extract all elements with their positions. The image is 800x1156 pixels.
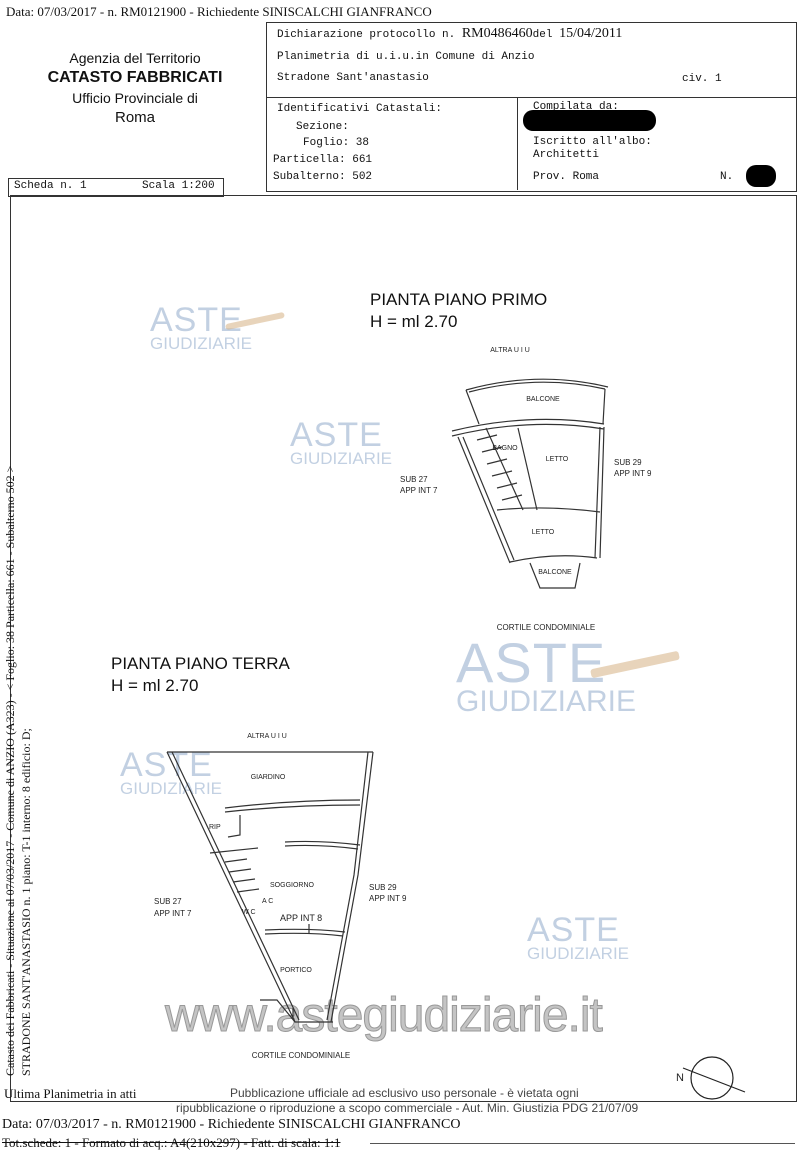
dichiarazione-line: Dichiarazione protocollo n. RM0486460del… [277, 26, 622, 42]
watermark-aste: ASTE [150, 301, 243, 339]
ufficio-city: Roma [114, 109, 155, 126]
address-line: Stradone Sant'anastasio [277, 72, 429, 84]
dichiarazione-label: Dichiarazione protocollo n. [277, 29, 456, 41]
label-letto-1: LETTO [546, 456, 569, 463]
albo-value: Architetti [533, 149, 600, 161]
agency-block: Agenzia del Territorio CATASTO FABBRICAT… [20, 50, 250, 126]
foglio: Foglio: 38 [303, 137, 370, 149]
planimetria-line: Planimetria di u.i.u.in Comune di Anzio [277, 51, 535, 63]
label-app9: APP INT 9 [369, 894, 407, 903]
label-altra-uiu: ALTRA U I U [247, 733, 287, 740]
watermark-aste: ASTE [290, 416, 383, 454]
agency-name: Agenzia del Territorio [69, 50, 201, 66]
publication-notice-2: ripubblicazione o riproduzione a scopo c… [176, 1101, 639, 1115]
header-divider [266, 97, 796, 98]
label-sub29: SUB 29 [614, 458, 642, 467]
label-letto-2: LETTO [532, 529, 555, 536]
sezione: Sezione: [296, 121, 349, 133]
footer-format-line: Tot.schede: 1 - Formato di acq.: A4(210x… [2, 1135, 341, 1150]
label-app7: APP INT 7 [154, 909, 192, 918]
label-ac: A C [262, 898, 273, 905]
watermark-giudiziarie: GIUDIZIARIE [150, 333, 253, 353]
piano-terra-labels: ALTRA U I U GIARDINO RIP SOGGIORNO A C W… [154, 733, 407, 1060]
watermark-giudiziarie: GIUDIZIARIE [456, 685, 637, 719]
label-balcone-bottom: BALCONE [538, 569, 572, 576]
footer-rule [370, 1143, 795, 1144]
label-sub29: SUB 29 [369, 883, 397, 892]
watermark-giudiziarie: GIUDIZIARIE [290, 448, 393, 468]
catasto-title: CATASTO FABBRICATI [47, 69, 223, 86]
watermark-giudiziarie: GIUDIZIARIE [120, 778, 223, 798]
piano-terra-title-block: PIANTA PIANO TERRA H = ml 2.70 [111, 653, 290, 697]
piano-terra-plan [166, 751, 374, 1023]
label-giardino: GIARDINO [251, 774, 286, 781]
scheda-box [8, 178, 224, 197]
watermark-aste: ASTE [527, 911, 620, 949]
piano-primo-plan [451, 378, 609, 589]
watermark-aste: ASTE [120, 746, 213, 784]
label-sub27: SUB 27 [400, 475, 428, 484]
piano-terra-title: PIANTA PIANO TERRA [111, 654, 290, 673]
label-portico: PORTICO [280, 967, 312, 974]
protocollo-number: RM0486460 [461, 26, 533, 41]
piano-primo-title: PIANTA PIANO PRIMO [370, 290, 548, 309]
label-rip: RIP [209, 824, 221, 831]
label-cortile: CORTILE CONDOMINIALE [252, 1051, 351, 1060]
piano-terra-height: H = ml 2.70 [111, 676, 199, 695]
redacted-name [523, 110, 656, 131]
label-sub27: SUB 27 [154, 897, 182, 906]
iscritto-label: Iscritto all'albo: [533, 136, 652, 148]
drawing-frame [10, 195, 797, 1102]
piano-primo-title-block: PIANTA PIANO PRIMO H = ml 2.70 [370, 289, 547, 333]
redacted-number [746, 165, 776, 187]
label-balcone-top: BALCONE [526, 396, 560, 403]
piano-primo-labels: ALTRA U I U BALCONE BAGNO LETTO LETTO BA… [400, 347, 652, 632]
label-altra-uiu: ALTRA U I U [490, 347, 530, 354]
label-app9: APP INT 9 [614, 469, 652, 478]
ultima-planimetria: Ultima Planimetria in atti [4, 1086, 137, 1101]
del-label: del [532, 29, 553, 41]
identificativi-title: Identificativi Catastali: [277, 103, 443, 115]
label-wc: W C [242, 909, 256, 916]
piano-primo-height: H = ml 2.70 [370, 312, 458, 331]
label-soggiorno: SOGGIORNO [270, 882, 315, 889]
label-bagno: BAGNO [492, 445, 518, 452]
north-arrow-icon: N [676, 1056, 746, 1100]
particella: Particella: 661 [273, 154, 373, 166]
footer-request-line: Data: 07/03/2017 - n. RM0121900 - Richie… [2, 1117, 461, 1132]
watermark-url: www.astegiudiziarie.it [165, 989, 604, 1042]
balcony-arc [465, 378, 609, 391]
label-cortile: CORTILE CONDOMINIALE [497, 623, 596, 632]
publication-notice-1: Pubblicazione ufficiale ad esclusivo uso… [230, 1086, 579, 1100]
civico: civ. 1 [682, 73, 722, 85]
watermark-giudiziarie: GIUDIZIARIE [527, 943, 630, 963]
scala: Scala 1:200 [142, 180, 215, 192]
subalterno: Subalterno: 502 [273, 171, 373, 183]
north-label: N [676, 1072, 684, 1084]
provincia: Prov. Roma [533, 171, 600, 183]
request-info-line: Data: 07/03/2017 - n. RM0121900 - Richie… [6, 4, 432, 19]
scheda-number: Scheda n. 1 [14, 180, 87, 192]
ufficio-label: Ufficio Provinciale di [72, 90, 198, 106]
header-box [266, 22, 797, 192]
label-app7: APP INT 7 [400, 486, 438, 495]
watermark-aste: ASTE [456, 631, 607, 694]
header-vdivider [517, 97, 518, 190]
label-app8: APP INT 8 [280, 913, 322, 923]
n-label: N. [720, 171, 734, 183]
protocollo-date: 15/04/2011 [559, 26, 623, 41]
